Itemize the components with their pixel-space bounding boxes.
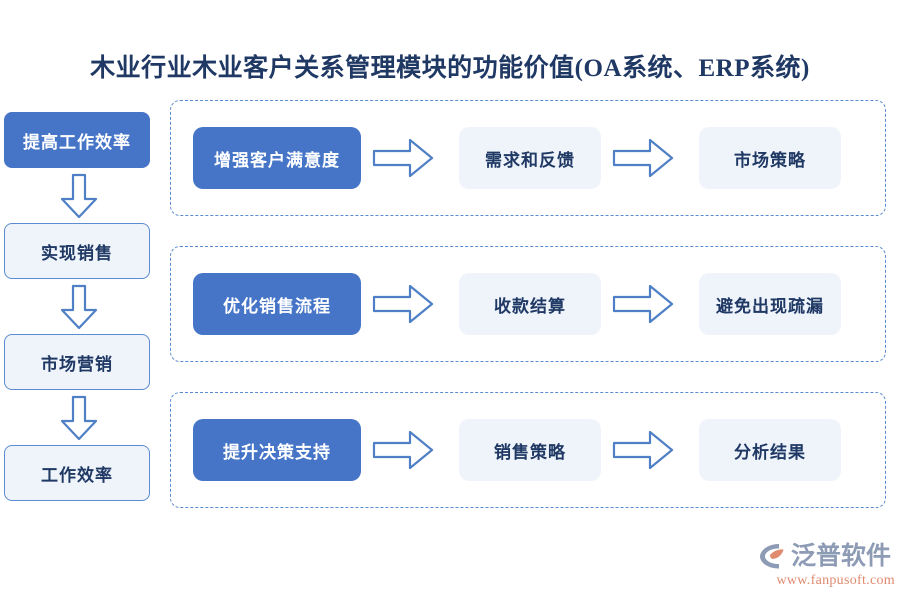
arrow-right-icon [612, 284, 674, 324]
group-3-step3-chip[interactable]: 分析结果 [699, 419, 841, 481]
flow-step-4-label: 工作效率 [41, 465, 113, 485]
flow-step-1[interactable]: 提高工作效率 [4, 112, 150, 168]
arrow-right-icon [372, 138, 434, 178]
value-group-2-row: 优化销售流程 收款结算 避免出现疏漏 [171, 247, 885, 361]
group-2-step3-chip[interactable]: 避免出现疏漏 [699, 273, 841, 335]
value-group-2: 优化销售流程 收款结算 避免出现疏漏 [170, 246, 886, 362]
arrow-right-icon [372, 430, 434, 470]
arrow-down-icon [60, 284, 98, 329]
group-2-step3-label: 避免出现疏漏 [716, 296, 824, 316]
group-2-connector-1 [361, 284, 445, 324]
group-1-step3-chip[interactable]: 市场策略 [699, 127, 841, 189]
group-2-connector-2 [601, 284, 685, 324]
group-3-connector-2 [601, 430, 685, 470]
group-2-step2-chip[interactable]: 收款结算 [459, 273, 601, 335]
flow-connector-2 [4, 279, 154, 334]
flow-step-1-label: 提高工作效率 [23, 132, 131, 152]
flow-connector-3 [4, 390, 154, 445]
group-3-step2-chip[interactable]: 销售策略 [459, 419, 601, 481]
flow-step-2[interactable]: 实现销售 [4, 223, 150, 279]
group-1-step2-chip[interactable]: 需求和反馈 [459, 127, 601, 189]
value-group-1: 增强客户满意度 需求和反馈 市场策略 [170, 100, 886, 216]
group-3-primary-label: 提升决策支持 [223, 442, 331, 462]
group-2-step2-label: 收款结算 [494, 296, 566, 316]
arrow-right-icon [612, 430, 674, 470]
arrow-right-icon [612, 138, 674, 178]
flow-step-2-label: 实现销售 [41, 243, 113, 263]
value-group-3-row: 提升决策支持 销售策略 分析结果 [171, 393, 885, 507]
group-1-primary-label: 增强客户满意度 [214, 150, 340, 170]
group-1-connector-2 [601, 138, 685, 178]
group-2-primary-chip[interactable]: 优化销售流程 [193, 273, 361, 335]
fanpu-logo-icon [760, 544, 784, 569]
flow-connector-1 [4, 168, 154, 223]
group-3-primary-chip[interactable]: 提升决策支持 [193, 419, 361, 481]
page-title: 木业行业木业客户关系管理模块的功能价值(OA系统、ERP系统) [90, 55, 810, 82]
group-3-connector-1 [361, 430, 445, 470]
group-3-step3-label: 分析结果 [734, 442, 806, 462]
brand-url: www.fanpusoft.com [776, 573, 895, 588]
left-flow-column: 提高工作效率 实现销售 市场营销 工作效率 [4, 112, 154, 501]
group-1-step3-label: 市场策略 [734, 150, 806, 170]
brand-watermark: 泛普软件 www.fanpusoft.com [757, 540, 895, 592]
group-1-step2-label: 需求和反馈 [485, 150, 575, 170]
value-group-3: 提升决策支持 销售策略 分析结果 [170, 392, 886, 508]
flow-step-4[interactable]: 工作效率 [4, 445, 150, 501]
value-group-1-row: 增强客户满意度 需求和反馈 市场策略 [171, 101, 885, 215]
arrow-right-icon [372, 284, 434, 324]
flow-step-3[interactable]: 市场营销 [4, 334, 150, 390]
brand-name: 泛普软件 [791, 542, 892, 570]
group-1-connector-1 [361, 138, 445, 178]
flow-step-3-label: 市场营销 [41, 354, 113, 374]
group-1-primary-chip[interactable]: 增强客户满意度 [193, 127, 361, 189]
arrow-down-icon [60, 173, 98, 218]
group-2-primary-label: 优化销售流程 [223, 296, 331, 316]
arrow-down-icon [60, 395, 98, 440]
group-3-step2-label: 销售策略 [494, 442, 566, 462]
brand-logo-row: 泛普软件 [757, 540, 895, 572]
